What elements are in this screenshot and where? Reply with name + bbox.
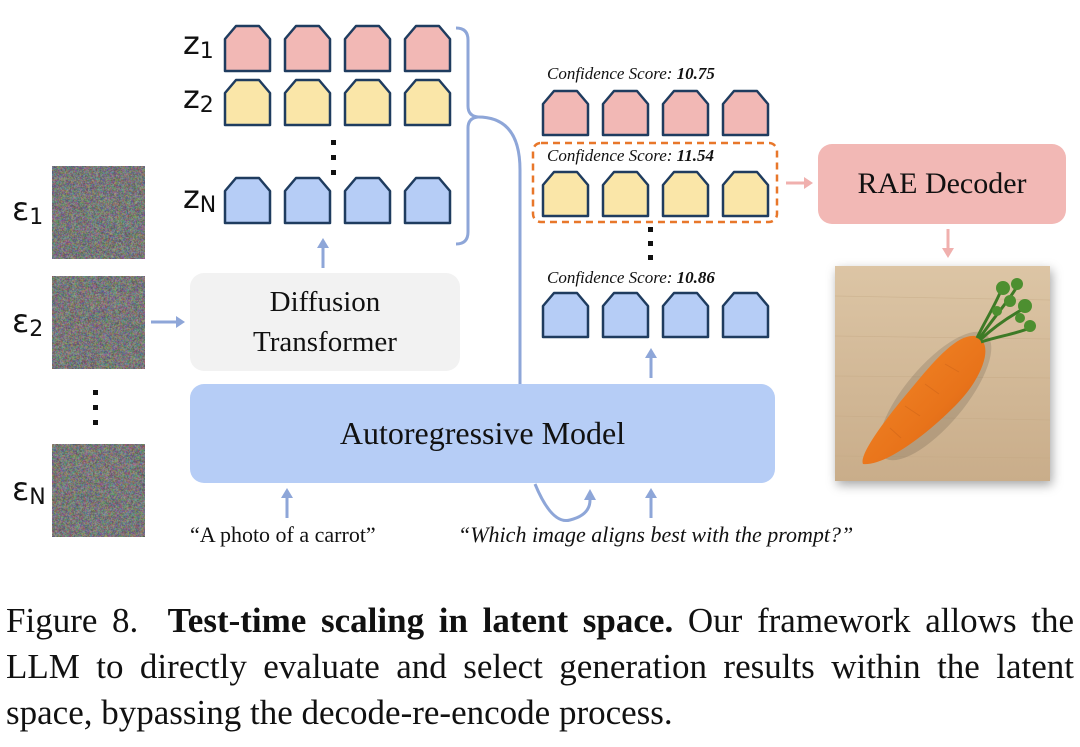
brace-to-ar-connector — [477, 115, 522, 384]
autoregressive-model-box: Autoregressive Model — [190, 384, 775, 483]
label-line-1: Diffusion — [269, 286, 381, 318]
latent-token — [223, 176, 272, 225]
arrow-head — [645, 348, 657, 358]
arrow-head — [942, 248, 954, 258]
arrow-head — [645, 488, 657, 498]
latent-token — [283, 176, 332, 225]
diagram-connectors — [151, 24, 954, 523]
selected-candidate-highlight — [531, 141, 779, 224]
latent-token — [343, 24, 392, 73]
subscript: 1 — [29, 205, 44, 230]
z-symbol: z — [183, 78, 200, 116]
confidence-prefix: Confidence Score: — [547, 268, 677, 287]
latent-token-grid — [223, 24, 452, 225]
label-line-2: Transformer — [253, 326, 397, 358]
epsilon-symbol: ε — [12, 470, 30, 508]
rae-decoder-box: RAE Decoder — [818, 144, 1066, 224]
generated-carrot-image — [835, 266, 1050, 481]
subscript: 1 — [199, 39, 214, 64]
subscript: N — [199, 193, 217, 218]
confidence-value: 11.54 — [676, 146, 714, 165]
candidate-token — [661, 291, 710, 339]
candidate-token — [541, 291, 590, 339]
confidence-score-2: Confidence Score: 11.54 — [547, 146, 714, 166]
autoregressive-model-label: Autoregressive Model — [339, 415, 626, 451]
latent-token — [403, 24, 452, 73]
candidate-token — [601, 170, 650, 218]
text-prompt: “A photo of a carrot” — [190, 522, 376, 547]
latent-token — [403, 78, 452, 127]
evaluation-question: “Which image aligns best with the prompt… — [458, 522, 854, 547]
confidence-prefix: Confidence Score: — [547, 64, 677, 83]
latent-label-1: z1 — [183, 24, 214, 64]
subscript: 2 — [199, 93, 214, 118]
candidate-token — [721, 291, 770, 339]
candidate-token — [541, 170, 590, 218]
carrot-root — [862, 335, 986, 465]
subscript: 2 — [29, 317, 44, 342]
confidence-prefix: Confidence Score: — [547, 146, 677, 165]
noise-image-n — [52, 444, 145, 537]
caption-title: Test-time scaling in latent space. — [167, 601, 674, 640]
latent-label-2: z2 — [183, 78, 214, 118]
candidate-token-grid — [541, 89, 770, 339]
diffusion-transformer-label: Diffusion Transformer — [253, 282, 397, 362]
candidate-token — [601, 291, 650, 339]
candidate-token — [721, 170, 770, 218]
figure-caption: Figure 8. Test-time scaling in latent sp… — [6, 598, 1074, 736]
candidate-token — [601, 89, 650, 137]
candidate-token — [721, 89, 770, 137]
vertical-ellipsis-latents — [331, 140, 336, 175]
vertical-ellipsis-noise — [93, 390, 99, 435]
latent-token — [223, 78, 272, 127]
latent-token — [283, 24, 332, 73]
figure-diagram: ε1 ε2 εN z1 z2 zN Diffusion Transformer … — [12, 24, 1066, 547]
latent-token — [403, 176, 452, 225]
diffusion-transformer-box: Diffusion Transformer — [190, 273, 460, 371]
arrow-head — [584, 489, 596, 500]
latent-token — [343, 78, 392, 127]
rae-decoder-label: RAE Decoder — [857, 167, 1027, 200]
latent-token — [283, 78, 332, 127]
carrot-ridges — [889, 363, 960, 439]
z-symbol: z — [183, 178, 200, 216]
noise-label-1: ε1 — [12, 190, 44, 230]
confidence-value: 10.86 — [676, 268, 715, 287]
noise-image-1 — [52, 166, 145, 259]
epsilon-symbol: ε — [12, 190, 30, 228]
candidate-token — [661, 89, 710, 137]
arrow-head — [281, 488, 293, 498]
noise-image-2 — [52, 276, 145, 369]
latent-brace — [455, 26, 479, 246]
noise-label-2: ε2 — [12, 302, 44, 342]
confidence-score-3: Confidence Score: 10.86 — [547, 268, 715, 288]
self-loop-arrow — [533, 483, 592, 523]
carrot-leaves — [992, 278, 1036, 332]
caption-body: Our framework allows the LLM to directly… — [6, 601, 1075, 732]
epsilon-symbol: ε — [12, 302, 30, 340]
z-symbol: z — [183, 24, 200, 62]
candidate-token — [541, 89, 590, 137]
latent-label-n: zN — [183, 178, 217, 218]
carrot-photo-illustration — [835, 266, 1050, 481]
subscript: N — [29, 485, 46, 510]
latent-token — [223, 24, 272, 73]
vertical-ellipsis-candidates — [648, 227, 653, 260]
arrow-head — [176, 316, 185, 328]
caption-label: Figure 8. — [6, 601, 139, 640]
latent-token — [343, 176, 392, 225]
noise-label-n: εN — [12, 470, 46, 510]
confidence-score-1: Confidence Score: 10.75 — [547, 64, 715, 84]
candidate-token — [661, 170, 710, 218]
confidence-value: 10.75 — [676, 64, 715, 83]
arrow-head — [317, 238, 329, 248]
arrow-head — [804, 177, 813, 189]
